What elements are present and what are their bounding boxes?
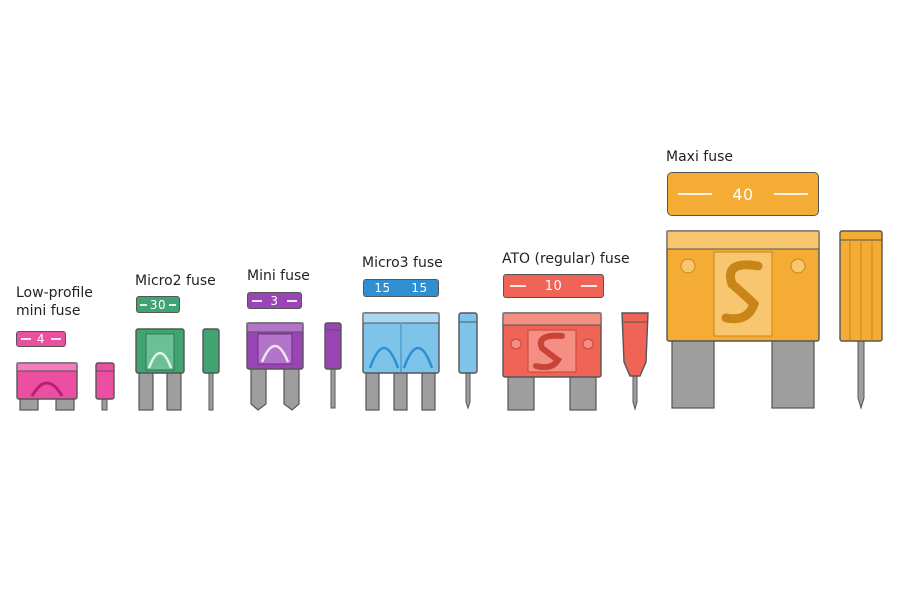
ato-fuse-front [502, 312, 602, 411]
micro3-fuse-front [362, 312, 440, 411]
micro3-fuse-label: Micro3 fuse [362, 254, 443, 272]
rating-value: 10 [544, 278, 563, 294]
micro2-fuse-label: Micro2 fuse [135, 272, 216, 290]
label-line: Micro3 fuse [362, 255, 443, 271]
label-line: Low-profile [16, 285, 93, 301]
micro3-rating-badge: 15 15 [363, 279, 439, 297]
ato-fuse-side [621, 312, 649, 411]
micro3-fuse-side [458, 312, 478, 410]
maxi-fuse-label: Maxi fuse [666, 148, 733, 166]
micro2-fuse-side [202, 328, 220, 411]
maxi-rating-badge: 40 [667, 172, 819, 216]
rating-value: 15 [374, 281, 391, 295]
rating-value: 3 [270, 293, 279, 308]
mini-fuse-front [246, 322, 304, 411]
label-line: Mini fuse [247, 268, 310, 284]
low-profile-rating-badge: 4 [16, 331, 66, 347]
label-line: ATO (regular) fuse [502, 251, 630, 267]
low-profile-fuse-label: Low-profile mini fuse [16, 284, 93, 320]
micro2-rating-badge: 30 [136, 296, 180, 313]
rating-value: 30 [149, 297, 167, 312]
maxi-fuse-side [839, 230, 883, 410]
rating-value: 40 [732, 184, 754, 204]
mini-fuse-side [324, 322, 342, 409]
low-profile-fuse-front [16, 362, 78, 411]
label-line: Micro2 fuse [135, 273, 216, 289]
micro2-fuse-front [135, 328, 185, 411]
ato-rating-badge: 10 [503, 274, 604, 298]
ato-fuse-label: ATO (regular) fuse [502, 250, 630, 268]
mini-rating-badge: 3 [247, 292, 302, 309]
mini-fuse-label: Mini fuse [247, 267, 310, 285]
maxi-fuse-front [666, 230, 820, 409]
rating-value: 4 [36, 332, 46, 346]
label-line: Maxi fuse [666, 149, 733, 165]
low-profile-fuse-side [95, 362, 115, 411]
rating-value: 15 [411, 281, 428, 295]
label-line: mini fuse [16, 303, 81, 319]
